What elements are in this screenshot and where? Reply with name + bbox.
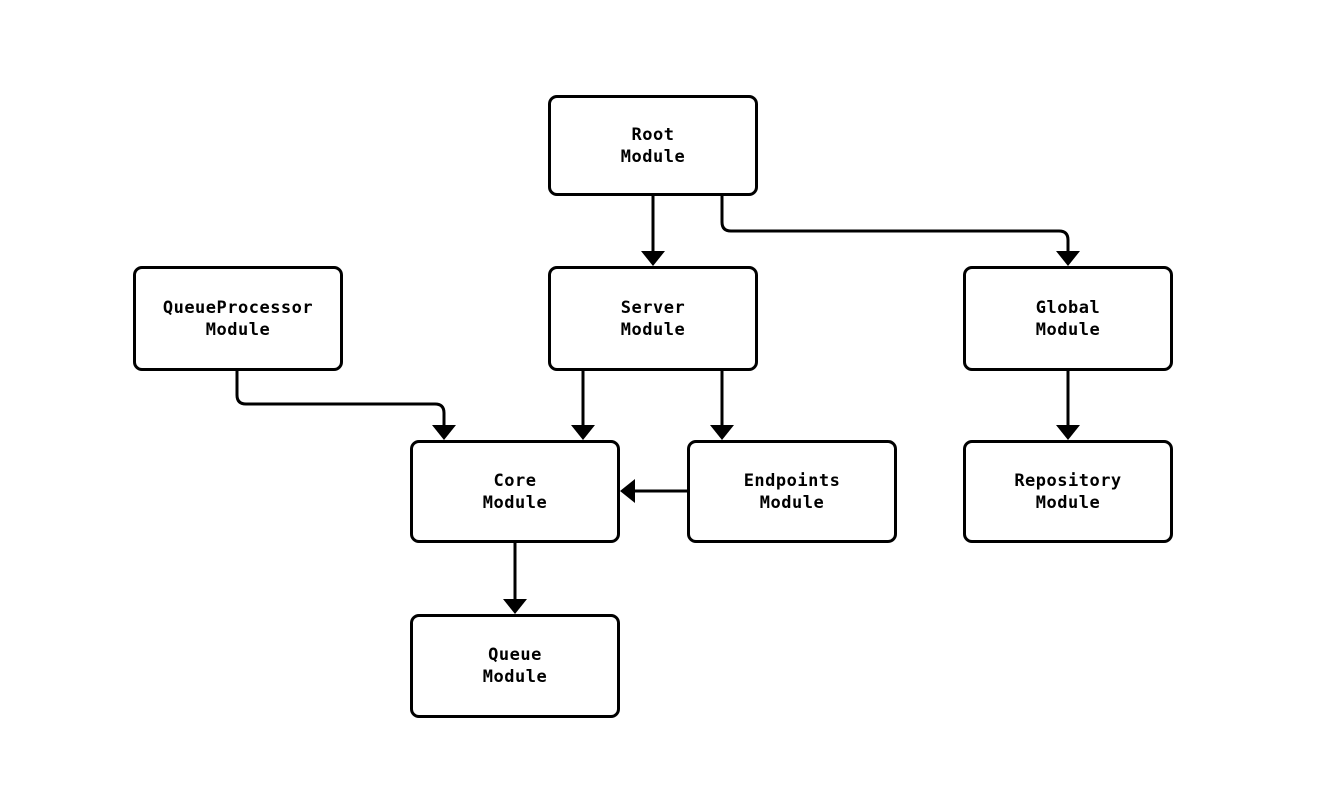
arrowhead-icon <box>1056 425 1080 440</box>
arrowhead-icon <box>1056 251 1080 266</box>
node-label-secondary: Module <box>482 492 548 513</box>
arrowhead-icon <box>620 479 635 503</box>
edge-core-to-queue <box>503 543 527 614</box>
node-label-secondary: Module <box>205 319 271 340</box>
edge-global-to-repository <box>1056 371 1080 440</box>
arrowhead-icon <box>571 425 595 440</box>
node-label-secondary: Module <box>1035 319 1101 340</box>
arrowhead-icon <box>710 425 734 440</box>
node-label-primary: Server <box>620 297 686 318</box>
node-label-secondary: Module <box>482 667 548 687</box>
node-label-secondary: Module <box>620 319 686 340</box>
edge-endpoints-to-core <box>620 479 687 503</box>
edge-root-to-global <box>720 196 1080 266</box>
arrowhead-icon <box>641 251 665 266</box>
node-label-primary: Global <box>1035 297 1101 318</box>
node-label-primary: Core <box>493 470 537 491</box>
node-label-primary: QueueProcessor <box>162 297 314 318</box>
node-label-secondary: Module <box>1035 492 1101 513</box>
edge-server-to-core <box>571 371 595 440</box>
node-label-secondary: Module <box>620 146 686 167</box>
node-label-primary: Queue <box>488 645 542 665</box>
arrowhead-icon <box>432 425 456 440</box>
edge-root-to-server <box>641 196 665 266</box>
edge-server-to-endpoints <box>710 371 734 440</box>
node-label-primary: Repository <box>1014 470 1122 491</box>
arrowhead-icon <box>503 599 527 614</box>
edge-queueprocessor-to-core <box>235 371 456 440</box>
node-label-primary: Endpoints <box>743 470 841 491</box>
node-label-primary: Root <box>631 124 675 145</box>
node-label-secondary: Module <box>759 492 825 513</box>
